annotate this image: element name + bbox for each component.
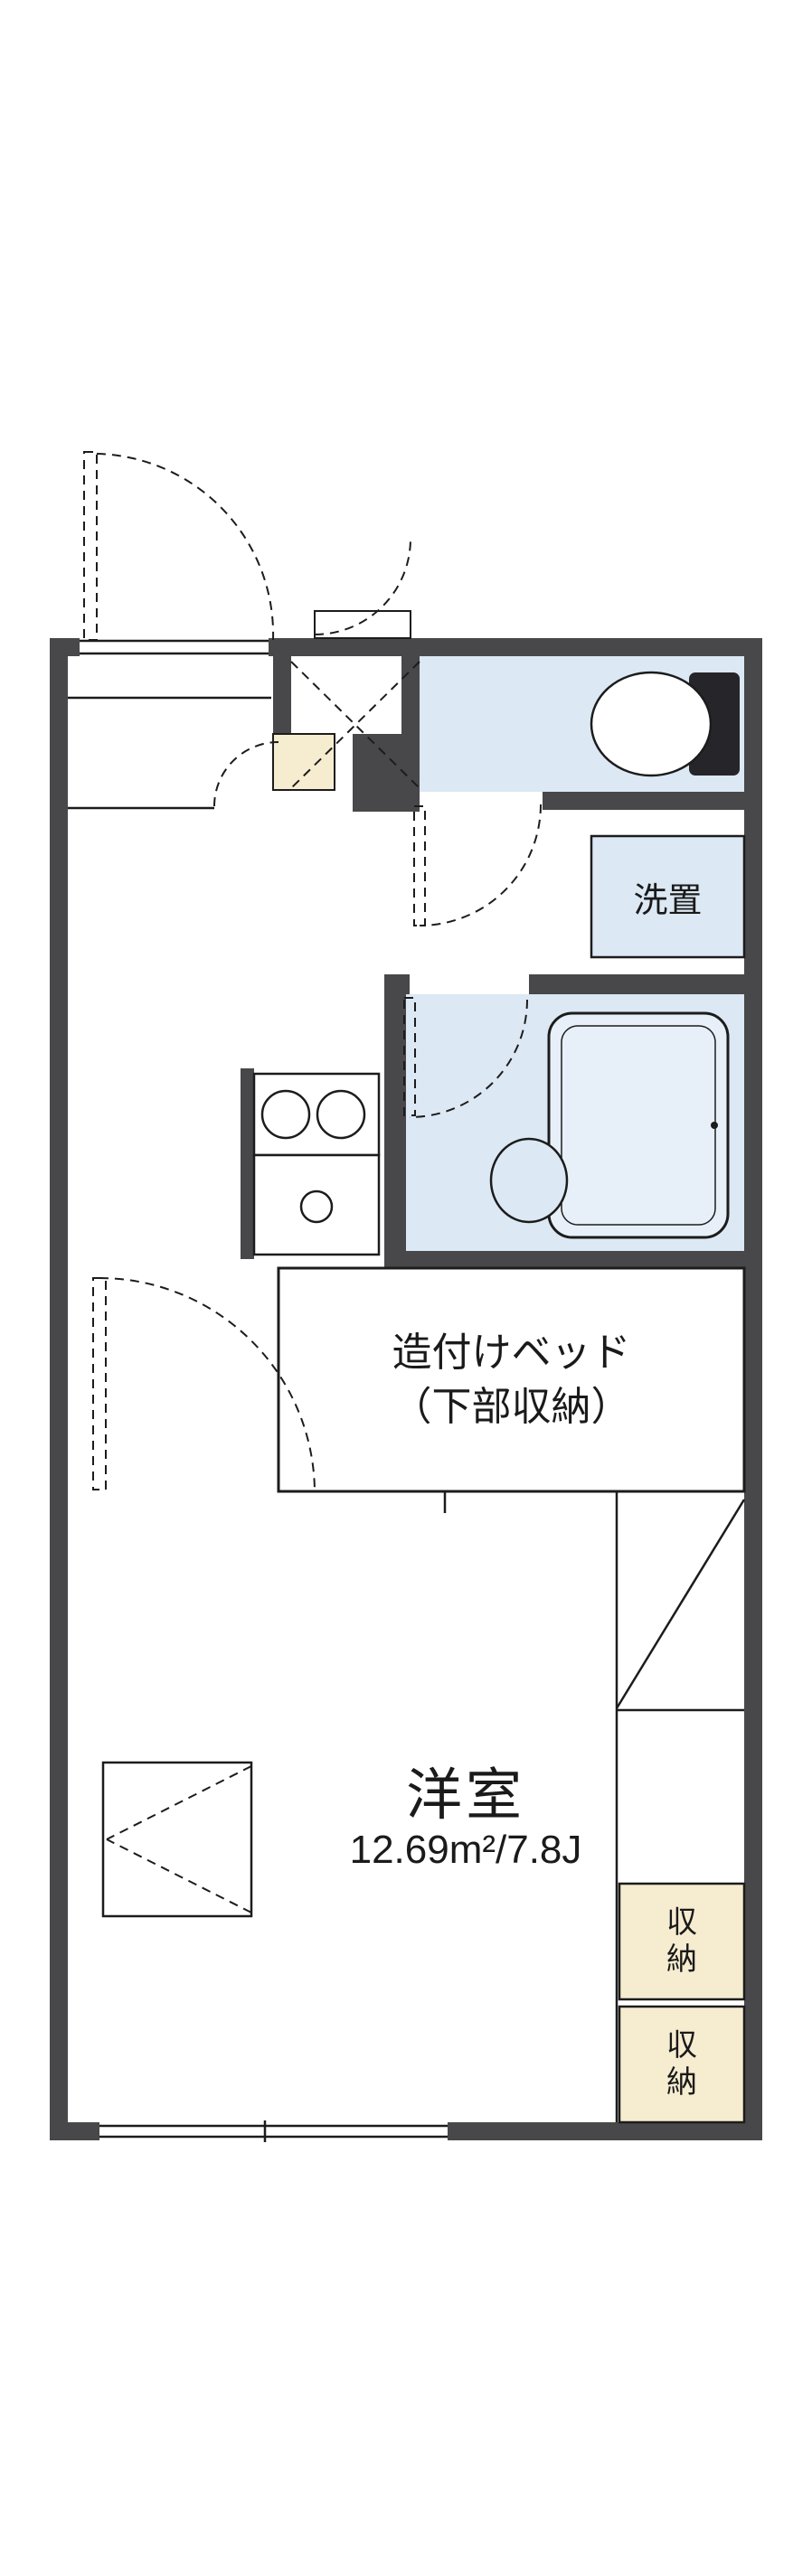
- bed-label-line2: （下部収納）: [392, 1384, 631, 1429]
- built-in-bed-label: 造付けベッド （下部収納）: [279, 1268, 744, 1491]
- entry-cabinet: [272, 733, 335, 791]
- storage-box-top: [618, 1882, 746, 2001]
- kitchen-sink-icon: [252, 1153, 381, 1256]
- washer-area-label: 洗置: [633, 881, 703, 920]
- left-closet-box: [101, 1761, 253, 1918]
- bathtub-icon: [547, 1011, 730, 1239]
- storage-box-bottom: [618, 2005, 746, 2124]
- entry-door-leaf: [314, 610, 411, 639]
- walls: [50, 638, 762, 2140]
- thin-lines: [68, 639, 746, 2142]
- built-in-bed-box: [277, 1266, 746, 1493]
- toilet-icon: [590, 671, 740, 777]
- room-size-label: 12.69m²/7.8J: [349, 1828, 582, 1872]
- storage-label-bottom: 収納: [619, 2007, 744, 2122]
- storage-label-top: 収納: [619, 1884, 744, 1999]
- washer-space-box: [590, 834, 746, 959]
- storage-label-bottom-text: 収納: [666, 2028, 697, 2100]
- bath-basin-icon: [489, 1137, 569, 1224]
- stove-icon: [252, 1072, 381, 1157]
- door-swing-arcs: [83, 451, 542, 1913]
- room-name-label: 洋室: [405, 1764, 525, 1827]
- storage-label-top-text: 収納: [666, 1905, 697, 1977]
- bed-label-line1: 造付けベッド: [392, 1330, 631, 1376]
